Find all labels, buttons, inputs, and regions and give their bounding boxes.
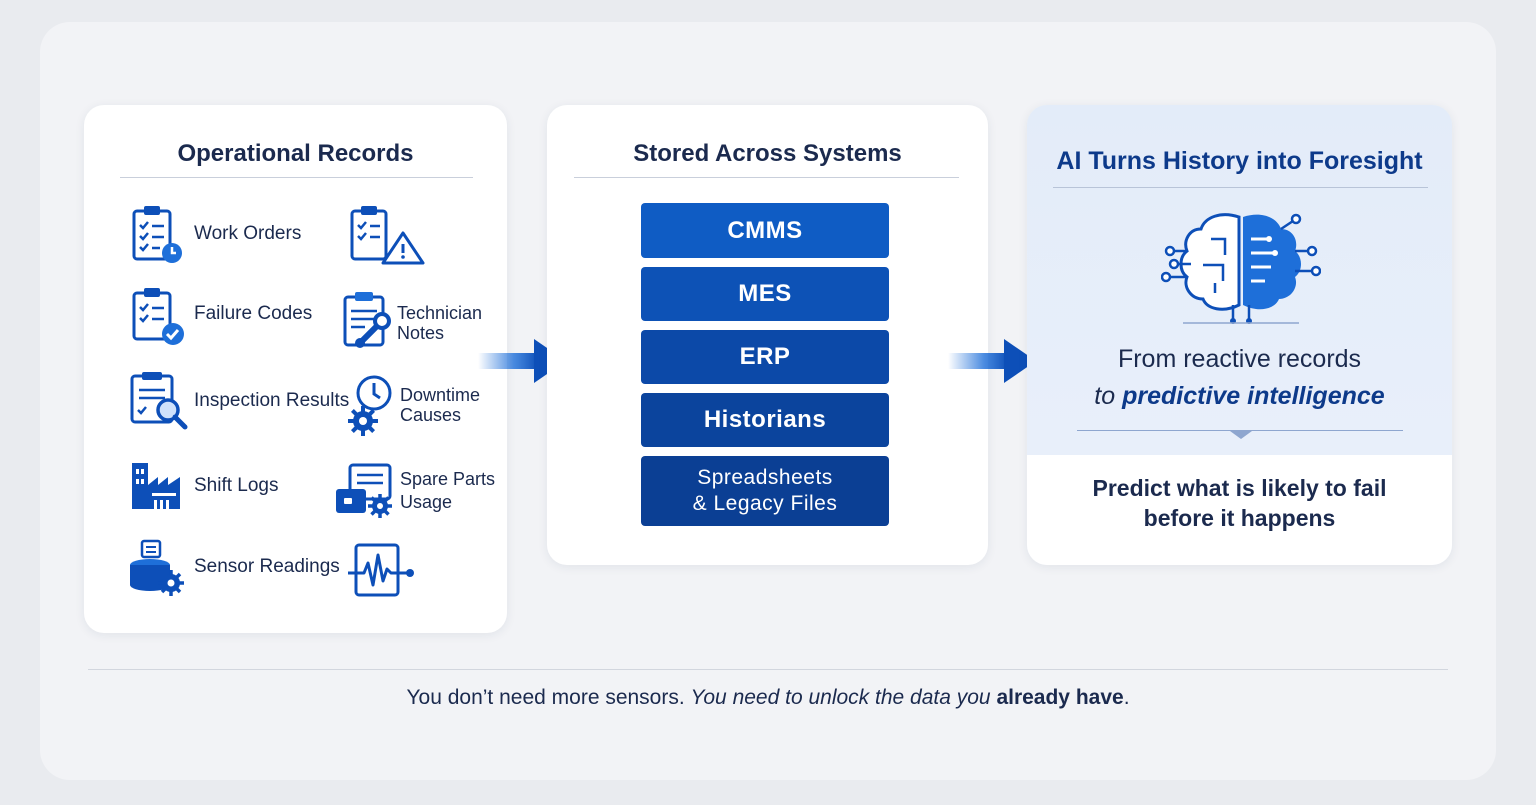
system-cmms: CMMS [641, 203, 889, 258]
clipboard-check-icon [128, 285, 192, 349]
system-spreadsheets-legacy: Spreadsheets & Legacy Files [641, 456, 889, 526]
system-erp: ERP [641, 330, 889, 384]
title-divider [574, 177, 959, 178]
ai-callout-line1: Predict what is likely to fail [1092, 475, 1387, 501]
flow-arrow-right [948, 336, 1040, 391]
record-label-inspection-results: Inspection Results [194, 390, 350, 411]
record-label-shift-logs: Shift Logs [194, 475, 279, 496]
clipboard-checklist-clock-icon [128, 203, 192, 267]
clock-gear-icon [342, 373, 406, 437]
footer-tagline: You don’t need more sensors. You need to… [406, 686, 1130, 709]
ai-foresight-title: AI Turns History into Foresight [1056, 147, 1423, 175]
title-divider [1053, 187, 1428, 188]
record-label-downtime-causes: Downtime Causes [400, 385, 481, 425]
ai-callout-panel: Predict what is likely to fail before it… [1027, 455, 1452, 565]
clipboard-warning-icon [346, 203, 425, 267]
ai-subtitle-line1: From reactive records [1117, 345, 1362, 373]
ai-callout-line2: before it happens [1143, 505, 1336, 531]
record-label-failure-codes: Failure Codes [194, 303, 313, 324]
ai-brain-circuit-icon [1160, 209, 1322, 330]
waveform-monitor-icon [346, 541, 414, 605]
system-historians: Historians [641, 393, 889, 447]
record-label-sensor-readings: Sensor Readings [194, 556, 340, 577]
record-label-technician-notes: Technician Notes [397, 303, 483, 343]
stored-across-systems-title: Stored Across Systems [633, 140, 902, 167]
stored-across-systems-card: Stored Across Systems CMMS MES ERP Histo… [547, 105, 988, 565]
ai-subtitle-line2: to predictive intelligence [1094, 382, 1385, 410]
ai-foresight-card: AI Turns History into Foresight From [1027, 105, 1452, 565]
parts-gear-icon [334, 461, 398, 525]
record-label-spare-parts-usage: Spare Parts Usage [400, 469, 496, 512]
report-magnifier-icon [128, 370, 192, 434]
subtitle-divider [1077, 430, 1403, 431]
title-divider [120, 177, 473, 178]
system-mes: MES [641, 267, 889, 321]
factory-icon [128, 455, 192, 519]
clipboard-wrench-icon [340, 289, 404, 353]
record-label-work-orders: Work Orders [194, 223, 302, 244]
footer-divider [88, 669, 1448, 670]
sensor-gear-icon [128, 537, 192, 601]
operational-records-card: Operational Records Work Orders [84, 105, 507, 633]
operational-records-title: Operational Records [177, 140, 414, 167]
divider-pointer [1230, 431, 1252, 439]
